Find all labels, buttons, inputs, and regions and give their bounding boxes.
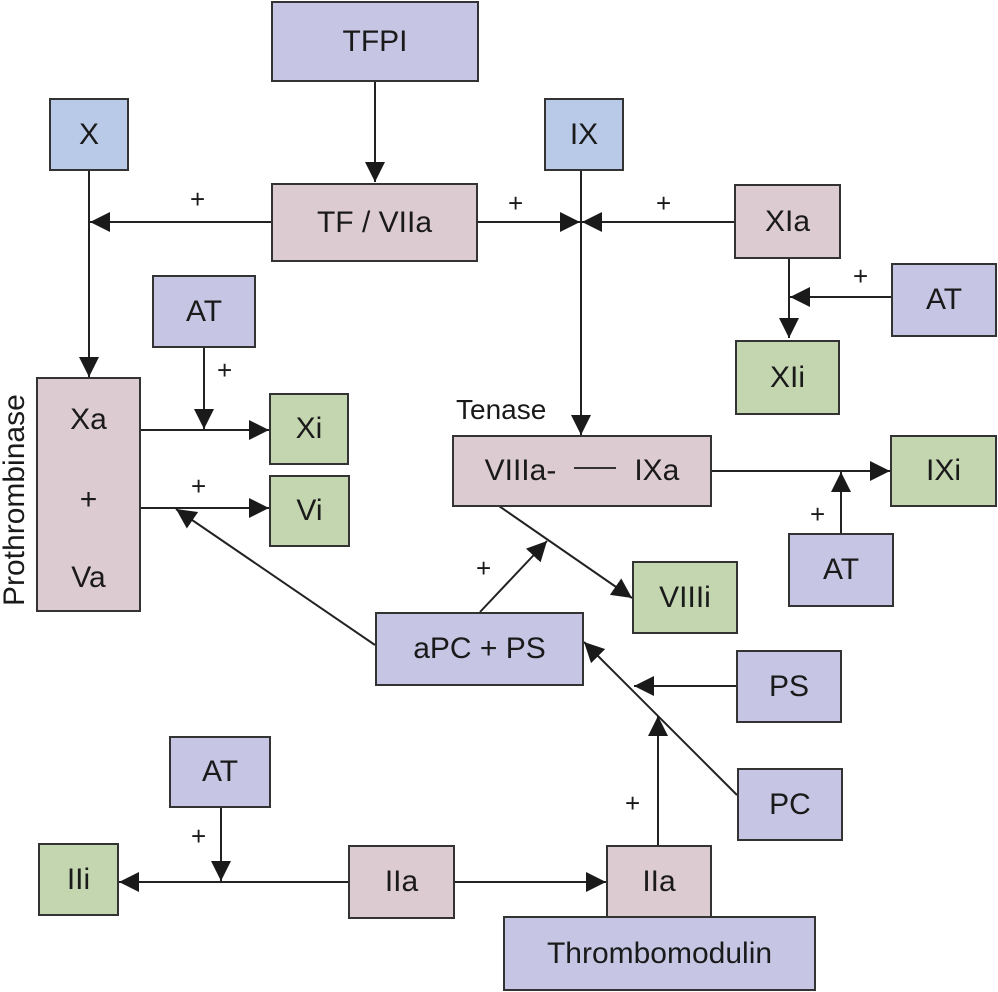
node-iia-free-label: IIa [384,865,419,898]
edge-apc-va [175,508,376,646]
node-tenase: VIIIa- IXa [452,435,712,507]
complex-bond-line [574,467,617,469]
plus-iiatm-pc: + [625,788,641,818]
node-ixi: IXi [890,435,997,507]
node-xii-label: XIi [769,360,805,394]
plus-va-vi: + [191,471,207,501]
node-viiia-label: VIIIa- [484,454,557,487]
node-apc-ps-label: aPC + PS [413,632,546,665]
node-iia-tm: IIa [606,845,712,918]
node-at-xa-label: AT [185,294,223,328]
node-x-label: X [78,117,99,151]
node-prothrombinase: Xa + Va [36,377,141,612]
node-thrombomodulin: Thrombomodulin [503,916,816,991]
node-tfpi-label: TFPI [342,24,408,58]
node-viiii-label: VIIIi [659,580,711,614]
node-viiii: VIIIi [632,561,738,634]
node-xia: XIa [734,184,841,259]
plus-at-iia: + [191,821,207,851]
node-x: X [49,98,129,171]
node-xia-label: XIa [764,204,811,238]
plus-at-ixa: + [810,499,826,529]
node-iia-free: IIa [348,845,455,919]
node-iia-tm-label: IIa [642,864,676,898]
node-vi-label: Vi [296,494,323,527]
node-at-xia-label: AT [925,283,963,316]
node-xa-label: Xa [70,403,107,436]
node-pc: PC [737,768,843,841]
node-vi: Vi [269,475,350,547]
node-tfpi: TFPI [271,1,479,82]
edge-viiia-viiii [498,505,633,599]
node-ixa-label: IXa [634,454,680,487]
plus-at-xa: + [217,355,233,385]
plus-xia-ix: + [656,188,672,218]
prothrombinase-label: Prothrombinase [0,394,31,606]
node-at-ixa: AT [788,533,894,607]
node-ix-label: IX [569,117,599,151]
plus-tfviia-ix: + [508,188,524,218]
edge-apc-viiia [479,540,548,613]
node-ixi-label: IXi [925,454,961,487]
edge-pc-apc [583,641,738,796]
node-ps: PS [736,650,842,723]
node-iii-label: IIi [66,862,91,896]
node-at-xia: AT [891,263,997,337]
node-thrombomodulin-label: Thrombomodulin [546,936,773,970]
node-at-iia-label: AT [201,755,239,788]
node-prothro-plus-label: + [79,483,98,516]
plus-at-xia: + [853,261,869,291]
node-xi: Xi [269,393,349,465]
node-at-iia: AT [169,736,271,808]
node-at-ixa-label: AT [822,553,860,586]
node-apc-ps: aPC + PS [375,612,584,686]
node-pc-label: PC [769,787,811,821]
node-va-label: Va [71,561,106,594]
node-xii: XIi [735,340,840,415]
node-at-xa: AT [152,275,256,348]
node-tf-viia: TF / VIIa [271,183,478,262]
node-tf-viia-label: TF / VIIa [316,205,433,239]
node-xi-label: Xi [295,412,323,445]
plus-apc-viiia: + [476,553,492,583]
plus-tfviia-x: + [190,184,206,214]
node-iii: IIi [38,843,119,916]
node-ix: IX [544,98,624,171]
node-ps-label: PS [768,669,810,703]
tenase-label: Tenase [456,394,547,425]
